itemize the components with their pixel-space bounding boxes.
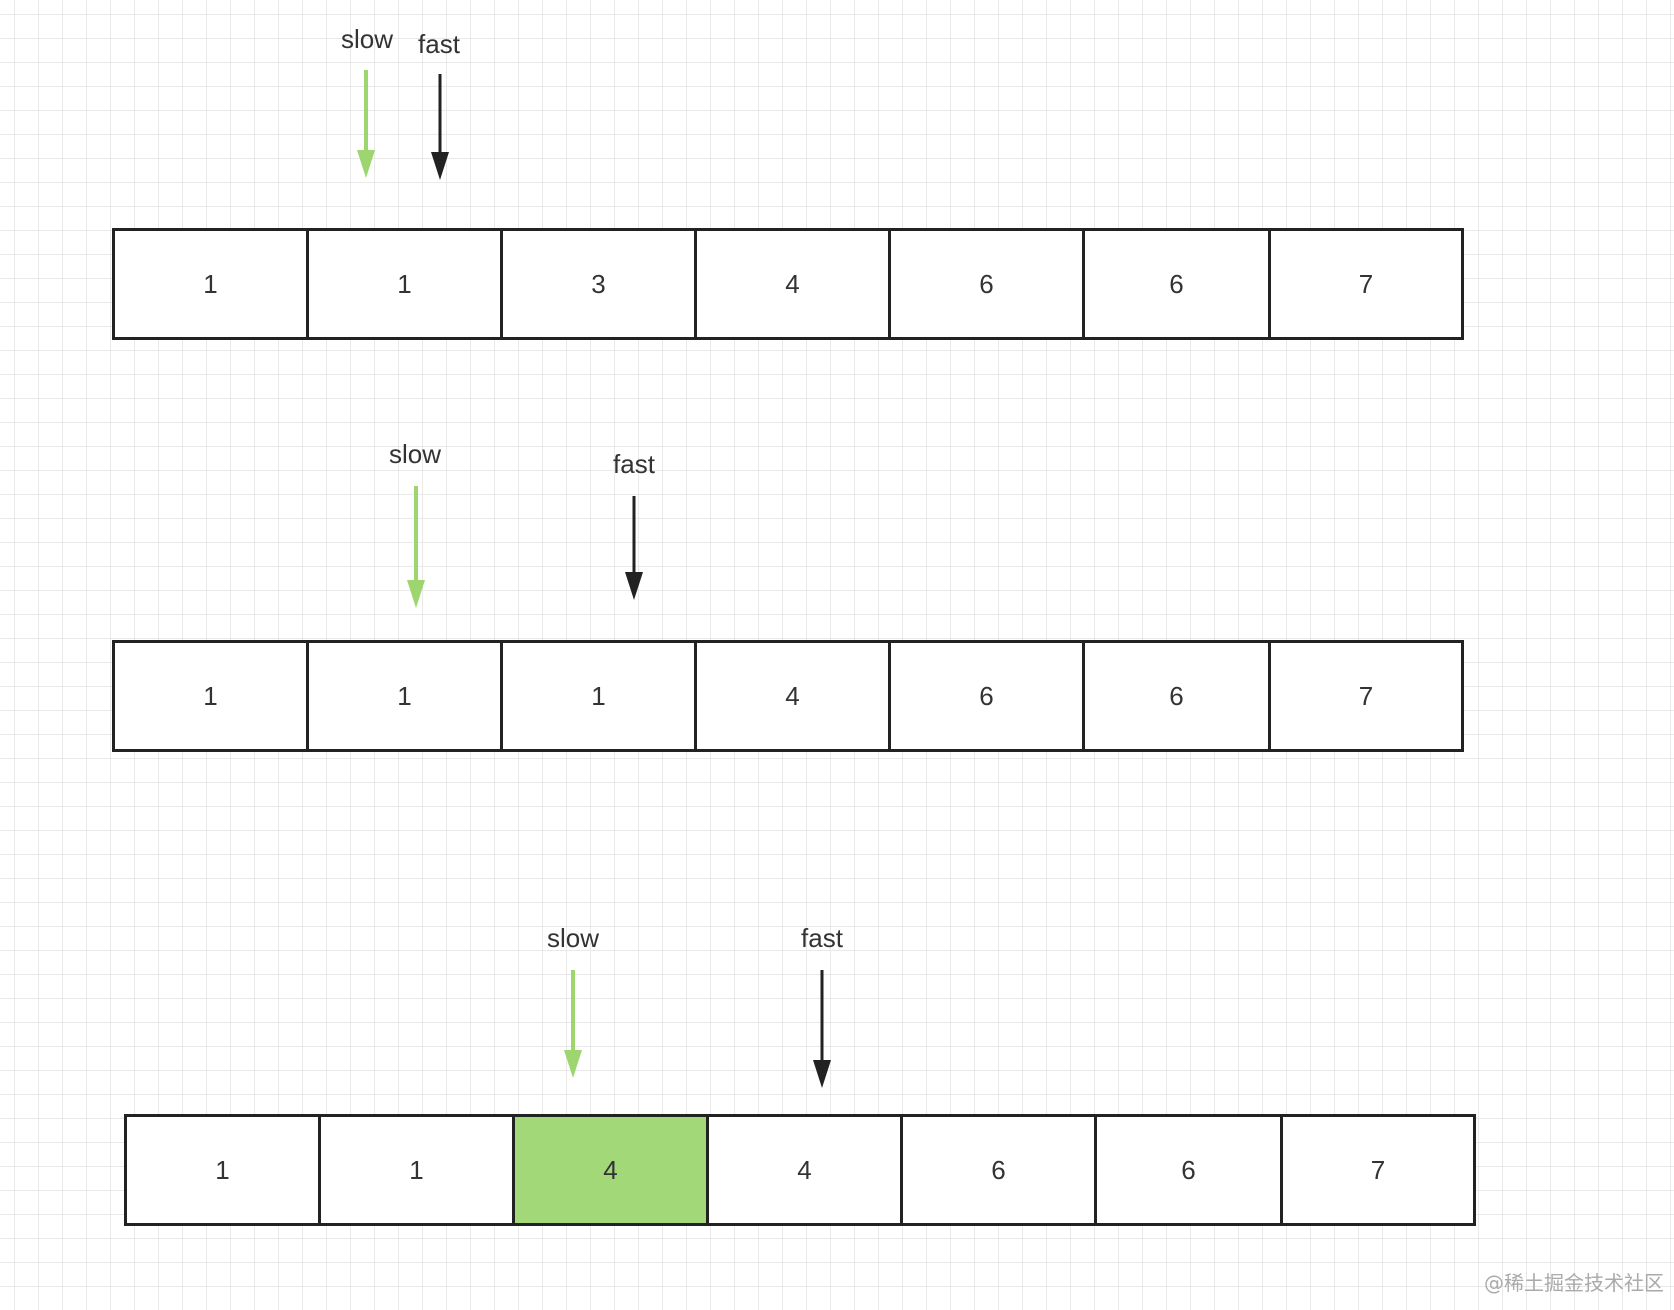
array-cell: 6	[903, 1117, 1097, 1223]
array-cell: 6	[891, 231, 1085, 337]
array-cell: 1	[503, 643, 697, 749]
step-3-slow-arrow-icon	[558, 970, 588, 1078]
step-2-fast-arrow-icon	[619, 496, 649, 600]
array-cell: 1	[127, 1117, 321, 1223]
step-3-slow-label: slow	[546, 923, 600, 953]
array-cell: 4	[697, 231, 891, 337]
step-1-slow-label: slow	[340, 24, 394, 54]
step-1-fast-label: fast	[418, 29, 460, 59]
array-cell-highlighted: 4	[515, 1117, 709, 1223]
array-cell: 4	[709, 1117, 903, 1223]
step-2-slow-arrow-icon	[401, 486, 431, 608]
array-cell: 4	[697, 643, 891, 749]
array-cell: 6	[1085, 643, 1271, 749]
step-2-fast-label: fast	[613, 449, 655, 479]
array-cell: 1	[321, 1117, 515, 1223]
step-1-slow-arrow-icon	[351, 70, 381, 178]
step-1-fast-arrow-icon	[425, 74, 455, 180]
array-cell: 6	[1085, 231, 1271, 337]
array-cell: 7	[1358, 268, 1374, 299]
array-cell: 1	[309, 643, 503, 749]
step-3-fast-label: fast	[801, 923, 843, 953]
array-cell: 6	[1097, 1117, 1283, 1223]
array-cell: 1	[115, 231, 309, 337]
array-cell: 6	[891, 643, 1085, 749]
watermark: @稀土掘金技术社区	[1484, 1271, 1664, 1295]
array-cell: 3	[503, 231, 697, 337]
array-cell: 1	[115, 643, 309, 749]
array-cell: 1	[309, 231, 503, 337]
step-2-slow-label: slow	[388, 439, 442, 469]
array-cell: 7	[1358, 680, 1374, 711]
array-cell: 7	[1370, 1154, 1386, 1185]
step-3-fast-arrow-icon	[807, 970, 837, 1088]
